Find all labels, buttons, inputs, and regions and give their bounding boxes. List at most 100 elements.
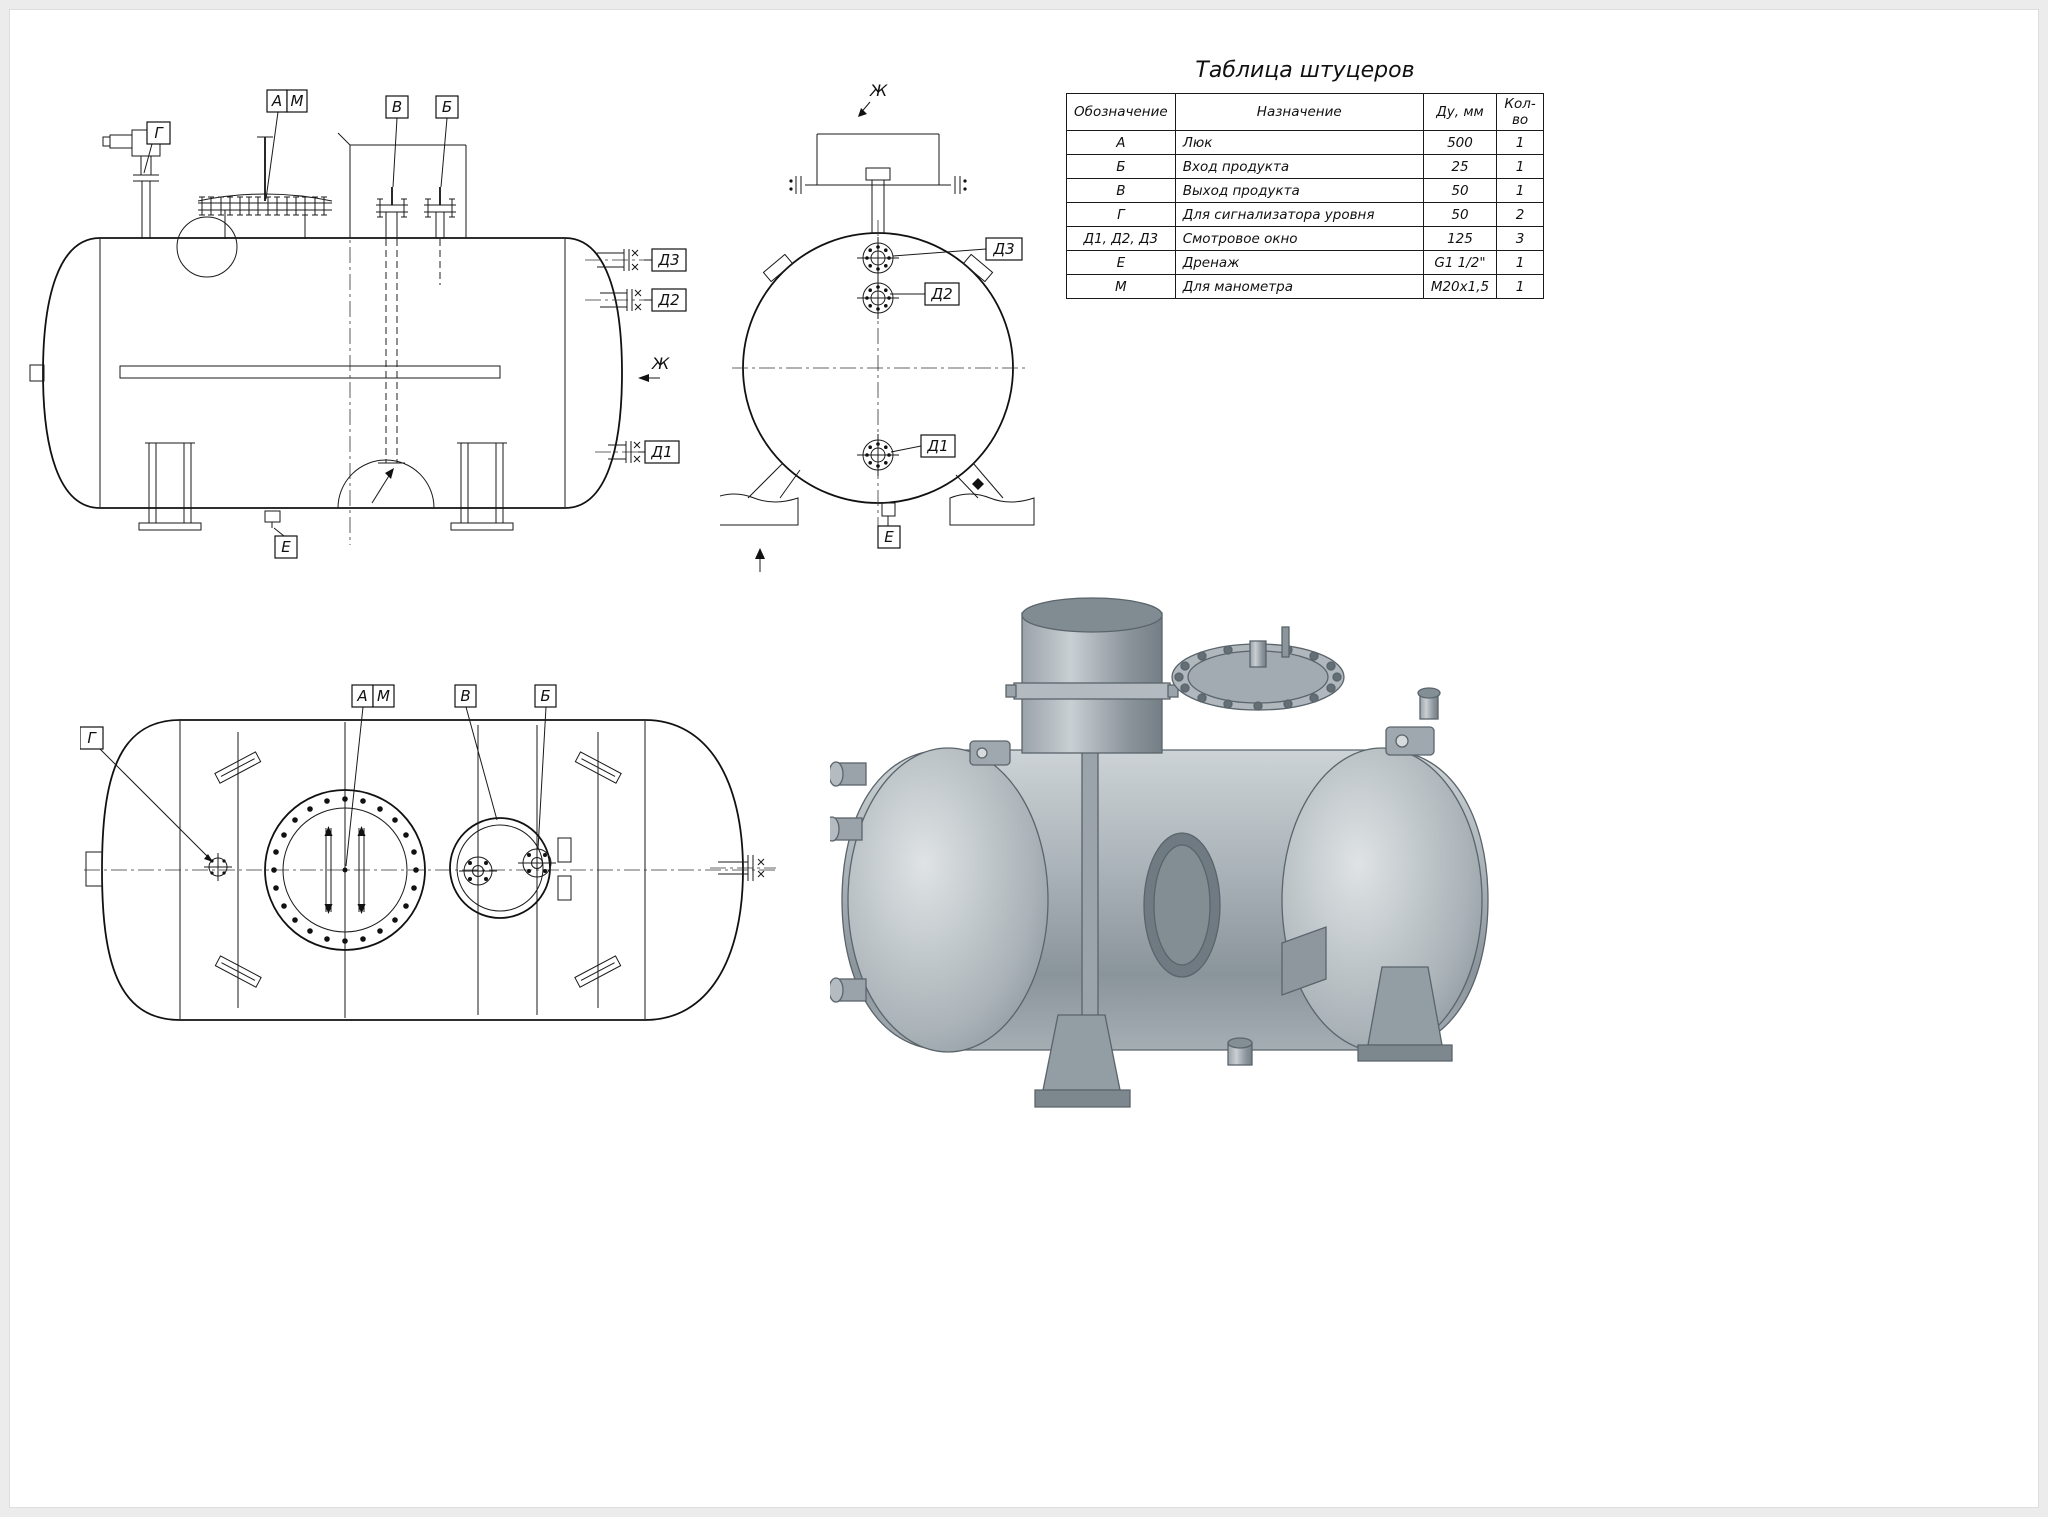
table-row: Д1, Д2, Д3 Смотровое окно 125 3 — [1066, 226, 1544, 251]
view-zh-marker: Ж — [638, 354, 670, 382]
cell-dn: G1 1/2" — [1422, 250, 1498, 275]
iso-legs — [1034, 966, 1453, 1108]
iso-internal-plate — [1081, 742, 1099, 1044]
cell-dn: 125 — [1422, 226, 1498, 251]
cell-designation: М — [1066, 274, 1176, 299]
nozzle-cluster-v-b — [449, 817, 572, 919]
cell-purpose: Вход продукта — [1174, 154, 1424, 179]
label-d1: Д1 — [638, 440, 680, 464]
drain-nozzle-e — [264, 510, 285, 537]
iso-top-nozzle-right — [1417, 687, 1441, 720]
svg-text:Д3: Д3 — [657, 251, 679, 269]
svg-text:А: А — [271, 92, 282, 110]
cell-qty: 1 — [1496, 274, 1544, 299]
cell-purpose: Выход продукта — [1174, 178, 1424, 203]
view-zh-title: Ж — [858, 81, 888, 117]
svg-text:Г: Г — [87, 729, 97, 747]
lifting-lugs-top — [214, 751, 622, 988]
end-view-drawing: Ж — [720, 81, 1035, 572]
iso-manhole-riser — [1005, 597, 1179, 754]
cell-qty: 2 — [1496, 202, 1544, 227]
top-frame-box — [337, 132, 467, 238]
side-nozzle-d3 — [585, 249, 650, 271]
svg-text:Б: Б — [442, 98, 452, 116]
table-header-row: Обозначение Назначение Ду, мм Кол-во — [1066, 93, 1544, 131]
table-row: М Для манометра М20х1,5 1 — [1066, 274, 1544, 299]
cell-designation: Д1, Д2, Д3 — [1066, 226, 1176, 251]
label-v-top: В — [454, 684, 498, 821]
iso-3d-view — [830, 597, 1489, 1108]
svg-text:В: В — [392, 98, 402, 116]
cell-designation: В — [1066, 178, 1176, 203]
table-row: Г Для сигнализатора уровня 50 2 — [1066, 202, 1544, 227]
svg-text:Г: Г — [154, 124, 164, 142]
cell-qty: 3 — [1496, 226, 1544, 251]
table-row: А Люк 500 1 — [1066, 130, 1544, 155]
label-a-m: А М — [265, 89, 308, 200]
iso-bolted-cover — [1171, 626, 1345, 711]
bottom-view-arrow — [755, 548, 765, 572]
sight-glass-d3 — [856, 236, 900, 280]
label-d1-end: Д1 — [890, 434, 956, 458]
col-designation: Обозначение — [1066, 93, 1176, 131]
label-g-top: Г — [80, 726, 213, 862]
side-nozzle-d1 — [595, 441, 645, 463]
svg-text:Д3: Д3 — [992, 240, 1014, 258]
svg-text:Е: Е — [884, 528, 894, 546]
col-qty: Кол-во — [1496, 93, 1544, 131]
drain-stub-e — [881, 502, 896, 526]
iso-left-stubs — [830, 761, 867, 1003]
internal-pipe — [337, 212, 435, 509]
cell-purpose: Дренаж — [1174, 250, 1424, 275]
table-row: Б Вход продукта 25 1 — [1066, 154, 1544, 179]
svg-text:Ж: Ж — [869, 81, 888, 100]
nozzle-g-assembly — [102, 129, 161, 239]
top-gauge-frame — [789, 133, 967, 233]
cell-dn: 50 — [1422, 178, 1498, 203]
label-d2-end: Д2 — [890, 282, 960, 306]
svg-text:В: В — [460, 687, 470, 705]
label-a-m-top: А М — [345, 684, 395, 867]
table-row: В Выход продукта 50 1 — [1066, 178, 1544, 203]
cell-purpose: Смотровое окно — [1174, 226, 1424, 251]
manhole-nozzle-a — [197, 136, 333, 239]
cell-purpose: Для сигнализатора уровня — [1174, 202, 1424, 227]
support-legs — [138, 442, 514, 531]
label-b: Б — [435, 95, 459, 188]
cell-purpose: Для манометра — [1174, 274, 1424, 299]
svg-text:Б: Б — [540, 687, 550, 705]
nozzle-v — [376, 187, 408, 218]
detail-circle — [176, 216, 238, 278]
iso-lifting-lugs — [969, 726, 1435, 766]
cell-purpose: Люк — [1174, 130, 1424, 155]
cell-designation: А — [1066, 130, 1176, 155]
vessel-shell — [29, 193, 623, 545]
table-row: Е Дренаж G1 1/2" 1 — [1066, 250, 1544, 275]
label-e-end: Е — [877, 525, 901, 549]
svg-text:Д2: Д2 — [657, 291, 679, 309]
svg-text:Е: Е — [281, 538, 291, 556]
col-dn: Ду, мм — [1422, 93, 1498, 131]
cell-dn: 25 — [1422, 154, 1498, 179]
col-purpose: Назначение — [1174, 93, 1424, 131]
label-d3-end: Д3 — [892, 237, 1023, 261]
sight-glass-d2 — [856, 276, 900, 320]
manhole-top-a — [264, 789, 426, 951]
side-nozzle-d2 — [585, 289, 650, 311]
cell-dn: М20х1,5 — [1422, 274, 1498, 299]
svg-text:М: М — [291, 92, 304, 110]
cell-designation: Б — [1066, 154, 1176, 179]
end-fitting-right — [710, 855, 776, 881]
cell-designation: Г — [1066, 202, 1176, 227]
vessel-top-shell — [84, 719, 776, 1021]
label-b-top: Б — [534, 684, 557, 850]
svg-text:Д2: Д2 — [930, 285, 952, 303]
cell-qty: 1 — [1496, 178, 1544, 203]
saddle-supports — [720, 462, 1035, 526]
svg-text:А: А — [356, 687, 367, 705]
label-e: Е — [274, 535, 298, 559]
cell-qty: 1 — [1496, 130, 1544, 155]
label-d2: Д2 — [644, 288, 687, 312]
svg-text:Д1: Д1 — [650, 443, 672, 461]
